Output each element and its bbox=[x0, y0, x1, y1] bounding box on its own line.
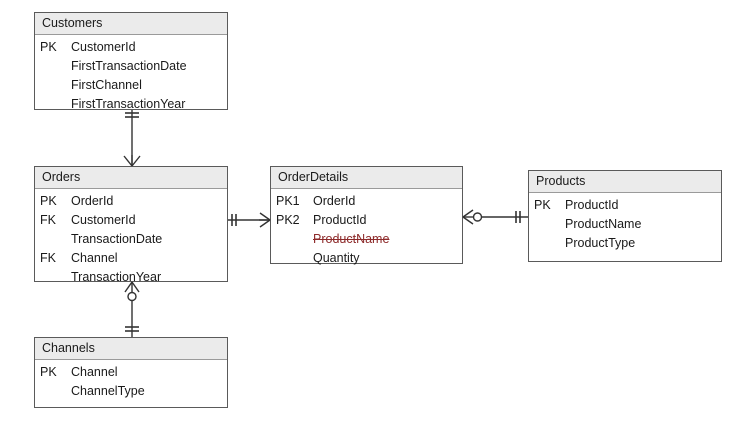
attribute-row: PK OrderId bbox=[35, 192, 227, 211]
entity-attributes-channels: PK Channel ChannelType bbox=[35, 360, 227, 405]
attribute-key: PK bbox=[40, 194, 57, 208]
entity-attributes-customers: PK CustomerId FirstTransactionDate First… bbox=[35, 35, 227, 118]
attribute-key: PK bbox=[534, 198, 551, 212]
entity-orders[interactable]: Orders PK OrderId FK CustomerId Transact… bbox=[34, 166, 228, 284]
attribute-name: Quantity bbox=[313, 251, 360, 265]
entity-title-channels: Channels bbox=[35, 338, 227, 360]
attribute-name: OrderId bbox=[313, 194, 356, 208]
attribute-row: ProductType bbox=[529, 234, 721, 253]
attribute-name-deprecated: ProductName bbox=[313, 232, 390, 246]
attribute-row: FirstTransactionDate bbox=[35, 57, 227, 76]
entity-attributes-orderdetails: PK1 OrderId PK2 ProductId ProductName Qu… bbox=[271, 189, 462, 272]
attribute-key: PK bbox=[40, 365, 57, 379]
attribute-name: ProductId bbox=[565, 198, 619, 212]
attribute-row: PK1 OrderId bbox=[271, 192, 462, 211]
entity-attributes-orders: PK OrderId FK CustomerId TransactionDate… bbox=[35, 189, 227, 291]
attribute-name: ProductName bbox=[565, 217, 642, 231]
attribute-name: FirstTransactionDate bbox=[71, 59, 187, 73]
attribute-row: FirstTransactionYear bbox=[35, 95, 227, 114]
attribute-row: PK CustomerId bbox=[35, 38, 227, 57]
attribute-row: TransactionDate bbox=[35, 230, 227, 249]
attribute-name: OrderId bbox=[71, 194, 114, 208]
attribute-key: PK1 bbox=[276, 194, 300, 208]
entity-title-orderdetails: OrderDetails bbox=[271, 167, 462, 189]
attribute-row: Quantity bbox=[271, 249, 462, 268]
entity-customers[interactable]: Customers PK CustomerId FirstTransaction… bbox=[34, 12, 228, 111]
attribute-name: ProductType bbox=[565, 236, 636, 250]
attribute-name: FirstTransactionYear bbox=[71, 97, 186, 111]
attribute-row: ProductName bbox=[271, 230, 462, 249]
attribute-row: FirstChannel bbox=[35, 76, 227, 95]
entity-title-products: Products bbox=[529, 171, 721, 193]
attribute-name: TransactionYear bbox=[71, 270, 162, 284]
attribute-name: CustomerId bbox=[71, 213, 136, 227]
attribute-name: TransactionDate bbox=[71, 232, 163, 246]
entity-attributes-products: PK ProductId ProductName ProductType bbox=[529, 193, 721, 257]
attribute-key: PK2 bbox=[276, 213, 300, 227]
attribute-key: FK bbox=[40, 251, 56, 265]
attribute-name: FirstChannel bbox=[71, 78, 142, 92]
relationship-orders-channels[interactable] bbox=[110, 276, 154, 342]
entity-title-customers: Customers bbox=[35, 13, 227, 35]
entity-channels[interactable]: Channels PK Channel ChannelType bbox=[34, 337, 228, 408]
attribute-row: TransactionYear bbox=[35, 268, 227, 287]
attribute-name: Channel bbox=[71, 365, 118, 379]
attribute-row: ProductName bbox=[529, 215, 721, 234]
attribute-row: PK2 ProductId bbox=[271, 211, 462, 230]
relationship-customers-orders[interactable] bbox=[110, 104, 154, 170]
entity-orderdetails[interactable]: OrderDetails PK1 OrderId PK2 ProductId P… bbox=[270, 166, 463, 265]
attribute-key: PK bbox=[40, 40, 57, 54]
attribute-row: FK CustomerId bbox=[35, 211, 227, 230]
entity-products[interactable]: Products PK ProductId ProductName Produc… bbox=[528, 170, 722, 262]
attribute-row: FK Channel bbox=[35, 249, 227, 268]
attribute-name: Channel bbox=[71, 251, 118, 265]
attribute-row: PK Channel bbox=[35, 363, 227, 382]
attribute-row: ChannelType bbox=[35, 382, 227, 401]
attribute-name: ProductId bbox=[313, 213, 367, 227]
attribute-name: CustomerId bbox=[71, 40, 136, 54]
attribute-row: PK ProductId bbox=[529, 196, 721, 215]
attribute-name: ChannelType bbox=[71, 384, 145, 398]
entity-title-orders: Orders bbox=[35, 167, 227, 189]
attribute-key: FK bbox=[40, 213, 56, 227]
relationship-orders-orderdetails[interactable] bbox=[224, 206, 276, 234]
relationship-orderdetails-products[interactable] bbox=[459, 203, 533, 231]
